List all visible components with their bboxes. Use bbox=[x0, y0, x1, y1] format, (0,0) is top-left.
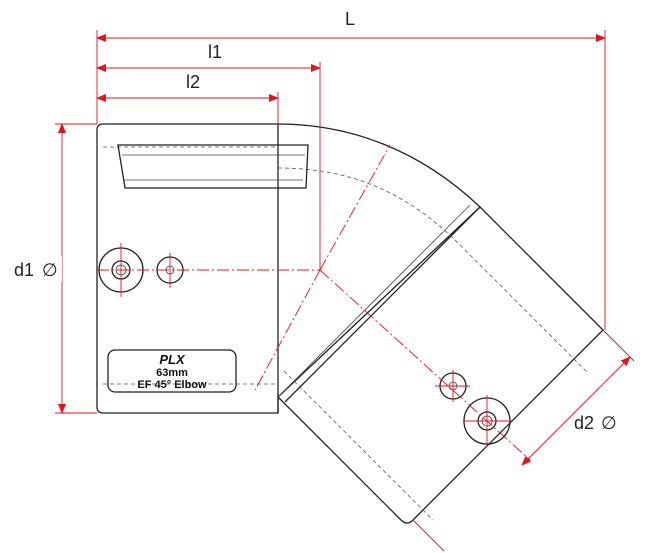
dim-L-label: L bbox=[345, 9, 355, 29]
bore-hidden-4 bbox=[449, 234, 588, 373]
dimension-L: L bbox=[96, 9, 606, 330]
right-socket-outline bbox=[277, 206, 604, 524]
dim-l2-label: l2 bbox=[186, 72, 200, 92]
dimension-l1: l1 bbox=[96, 42, 321, 270]
inner-bend-hidden bbox=[277, 167, 451, 236]
joint-line-inner bbox=[277, 204, 471, 398]
center-lines bbox=[97, 144, 531, 461]
bore-hidden-3 bbox=[283, 370, 434, 521]
joint-line bbox=[284, 206, 481, 403]
dim-d1-label: d1 bbox=[14, 260, 34, 280]
elbow-body bbox=[96, 123, 604, 524]
dimension-d2: d2 ∅ bbox=[412, 329, 635, 552]
label-description: EF 45° Elbow bbox=[137, 379, 207, 391]
dim-d2-label: d2 bbox=[574, 413, 594, 433]
dimension-d1: d1 ∅ bbox=[12, 123, 97, 414]
dim-d1-diameter-symbol: ∅ bbox=[42, 260, 58, 280]
outer-bend-wall bbox=[277, 123, 481, 208]
top-recess bbox=[117, 144, 309, 189]
dim-d2-diameter-symbol: ∅ bbox=[601, 413, 617, 433]
label-size: 63mm bbox=[156, 367, 188, 379]
product-label-plate: PLX 63mm EF 45° Elbow bbox=[107, 349, 237, 393]
label-brand: PLX bbox=[159, 352, 186, 367]
dim-l1-label: l1 bbox=[208, 42, 222, 62]
left-socket-outline bbox=[96, 123, 279, 414]
dimension-l2: l2 bbox=[96, 72, 279, 124]
